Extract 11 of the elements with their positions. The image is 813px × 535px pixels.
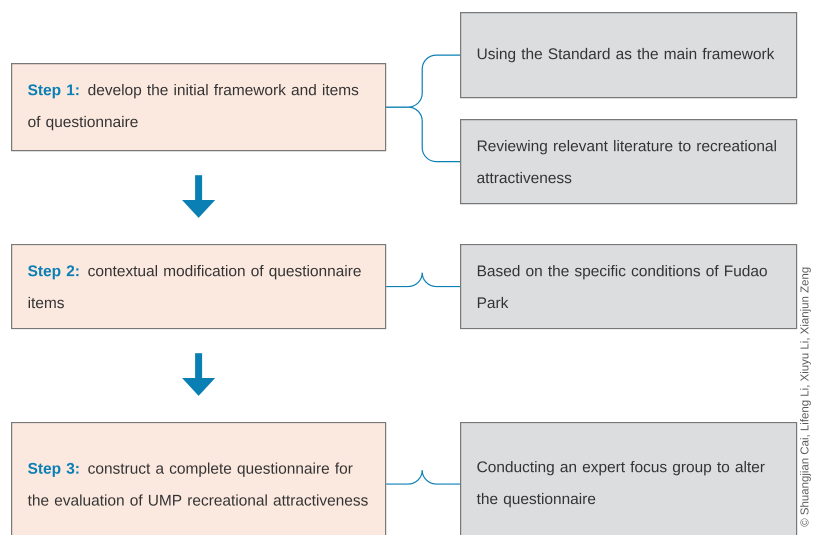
connector-line <box>386 272 460 288</box>
process-box: Based on the specific conditions of Fudao Park <box>460 244 798 330</box>
connector-line <box>386 106 460 162</box>
credit-text: © Shuangjian Cai, Lifeng Li, Xiuyu Li, Xianjun Zeng <box>800 268 811 527</box>
step-box: Step 3: construct a complete questionnaire for the evaluation of UMP recreational attractiveness <box>11 422 386 535</box>
connector-line <box>386 469 460 485</box>
process-box: Using the Standard as the main framework <box>460 12 798 98</box>
step-box: Step 1: develop the initial framework and items of questionnaire <box>11 63 386 152</box>
process-box: Conducting an expert focus group to alter the questionnaire <box>460 422 798 535</box>
process-box: Reviewing relevant literature to recreational attractiveness <box>460 119 798 204</box>
step-box: Step 2: contextual modification of questionnaire items <box>11 244 386 330</box>
